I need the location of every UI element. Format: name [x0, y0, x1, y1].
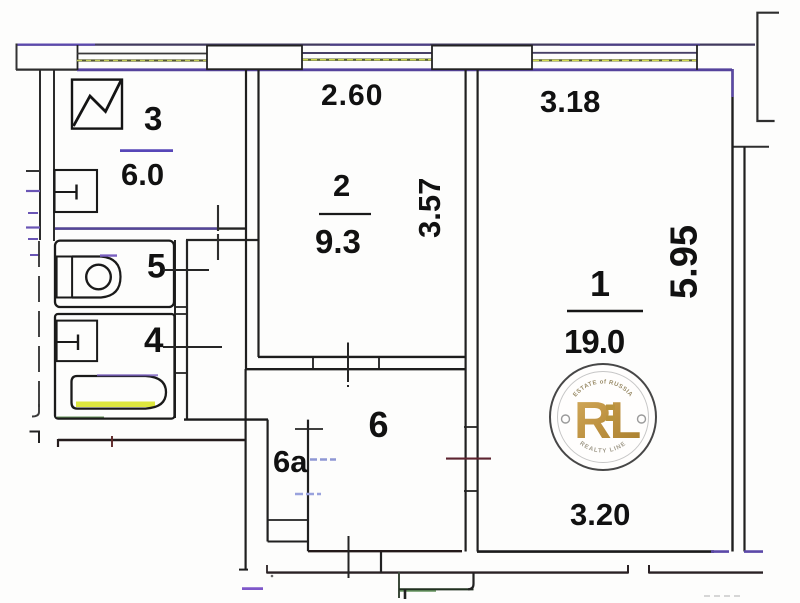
svg-text:2: 2 [333, 168, 350, 203]
svg-text:5.95: 5.95 [664, 225, 706, 299]
svg-text:6: 6 [369, 404, 389, 445]
svg-text:1: 1 [590, 263, 610, 304]
svg-text:5: 5 [147, 248, 166, 286]
svg-text:3.57: 3.57 [412, 178, 447, 238]
svg-text:3.18: 3.18 [540, 84, 600, 119]
svg-text:19.0: 19.0 [564, 323, 624, 360]
svg-text:4: 4 [144, 321, 164, 360]
svg-text:9.3: 9.3 [315, 223, 361, 260]
svg-text:3: 3 [144, 100, 162, 137]
svg-text:3.20: 3.20 [570, 497, 630, 532]
svg-text:6.0: 6.0 [121, 157, 164, 192]
svg-text:6a: 6a [273, 444, 308, 479]
svg-text:2.60: 2.60 [321, 79, 383, 112]
